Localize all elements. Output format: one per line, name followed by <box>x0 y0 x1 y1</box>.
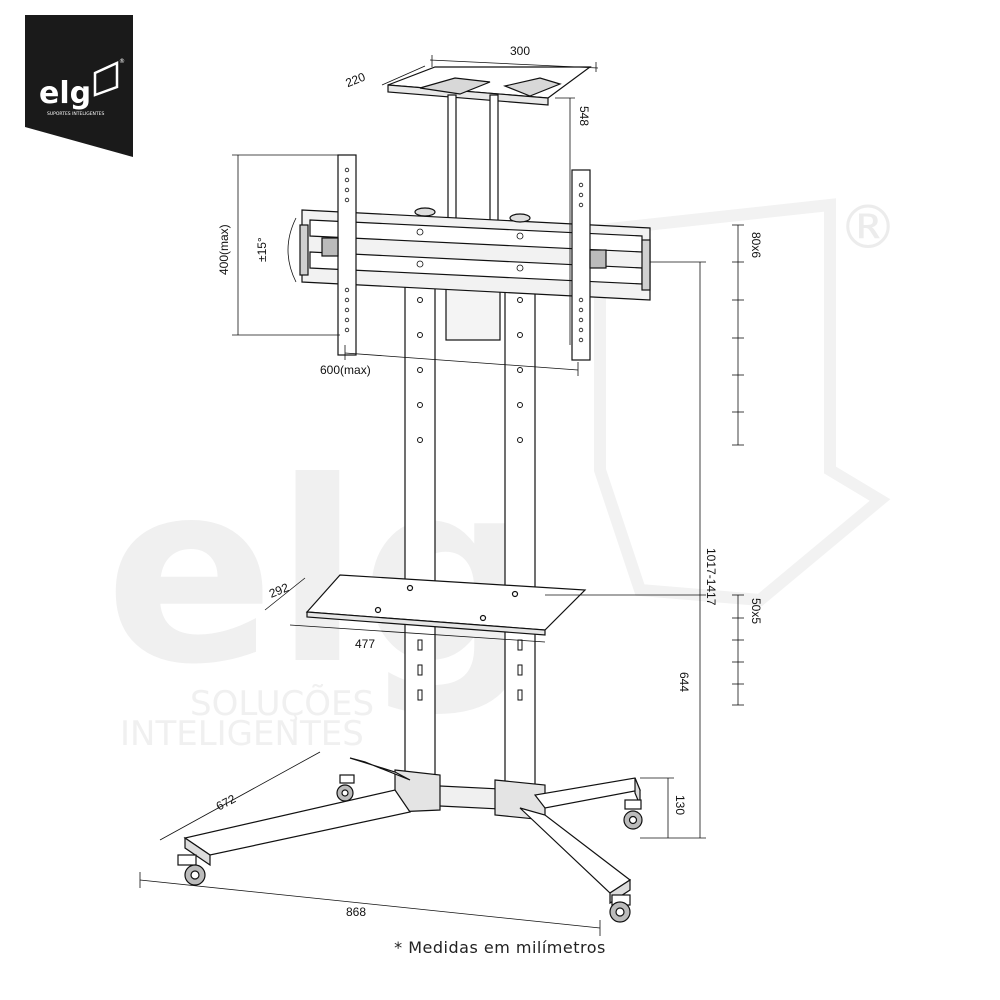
casters <box>177 774 643 923</box>
caster-front-left <box>177 854 206 886</box>
watermark-line1: SOLUÇÕES <box>190 683 374 724</box>
top-shelf <box>387 66 592 106</box>
base <box>183 757 641 905</box>
dimension-lines <box>139 55 744 936</box>
dim-shelf-height: 644 <box>677 672 691 692</box>
dim-shelf-top-depth: 220 <box>343 70 367 91</box>
vesa-bracket <box>299 154 651 361</box>
brand-logo: elg SUPORTES INTELIGENTES ® <box>25 15 133 157</box>
logo-registered: ® <box>119 58 125 65</box>
dim-column-holes-lower: 50x5 <box>749 598 763 624</box>
logo-tagline: SUPORTES INTELIGENTES <box>47 111 104 117</box>
dim-shelf-top-width: 300 <box>510 44 530 58</box>
caster-back-left <box>336 774 355 802</box>
dim-shelf-mid-width: 477 <box>355 637 375 651</box>
dim-height-range: 1017-1417 <box>704 548 718 606</box>
logo-mount-icon <box>93 61 119 97</box>
watermark-frame <box>594 198 891 607</box>
caster-back-right <box>623 799 643 830</box>
dim-vesa-height: 400(max) <box>217 224 231 275</box>
caster-front-right <box>609 894 631 923</box>
dim-base-width: 868 <box>346 905 366 919</box>
column-holes <box>417 297 523 701</box>
watermark-word: elg <box>105 428 539 719</box>
dim-camera-post-height: 548 <box>577 106 591 126</box>
watermark-line2: INTELIGENTES <box>120 714 364 754</box>
registered-mark: ® <box>838 193 898 263</box>
units-footnote: * Medidas em milímetros <box>394 938 606 957</box>
dim-base-depth: 672 <box>214 791 239 813</box>
logo-text: elg <box>39 76 91 111</box>
dimension-labels: 300 220 548 400(max) ±15° 600(max) 80x6 … <box>214 44 763 919</box>
vesa-arm-holes <box>344 167 584 343</box>
dim-vesa-width: 600(max) <box>320 363 371 377</box>
watermark: elg SOLUÇÕES INTELIGENTES ® <box>105 193 898 754</box>
dim-tilt: ±15° <box>255 237 269 262</box>
middle-shelf <box>305 574 587 636</box>
dim-caster-height: 130 <box>673 795 687 815</box>
logo-badge-shape <box>25 15 133 157</box>
dim-column-holes-upper: 80x6 <box>749 232 763 258</box>
